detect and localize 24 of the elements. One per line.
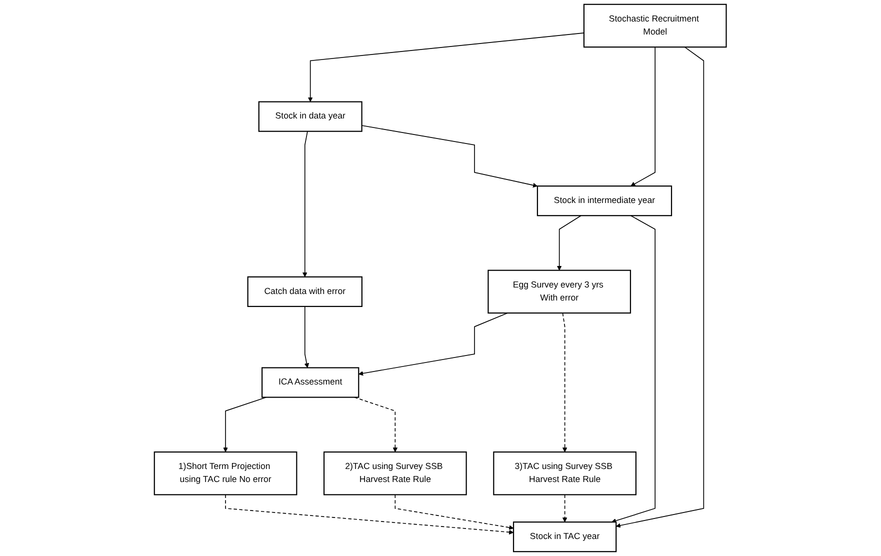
arrow [630,46,656,186]
arrow [616,46,704,528]
node-box: 2)TAC using Survey SSB Harvest Rate Rule [324,451,468,496]
arrow [223,396,267,452]
node-box: ICA Assessment [262,367,360,398]
arrow [394,494,514,530]
node-box: Stock in TAC year [513,522,617,552]
arrow [302,130,308,278]
node-box: Stock in intermediate year [537,186,672,216]
node-box: Egg Survey every 3 yrs With error [488,270,632,314]
node-box: 1)Short Term Projection using TAC rule No error [154,451,298,496]
node-box: 3)TAC using Survey SSB Harvest Rate Rule [493,451,637,496]
arrow [562,312,568,452]
arrow [562,494,568,522]
node-box: Stochastic Recruitment Model [584,4,727,48]
arrow [557,215,582,271]
arrow [308,32,585,102]
arrow [225,494,514,535]
arrow [612,215,656,524]
arrow [354,396,398,452]
node-box: Stock in data year [258,101,363,132]
arrow [304,306,310,368]
arrow [362,125,538,188]
node-box: Catch data with error [247,276,363,307]
